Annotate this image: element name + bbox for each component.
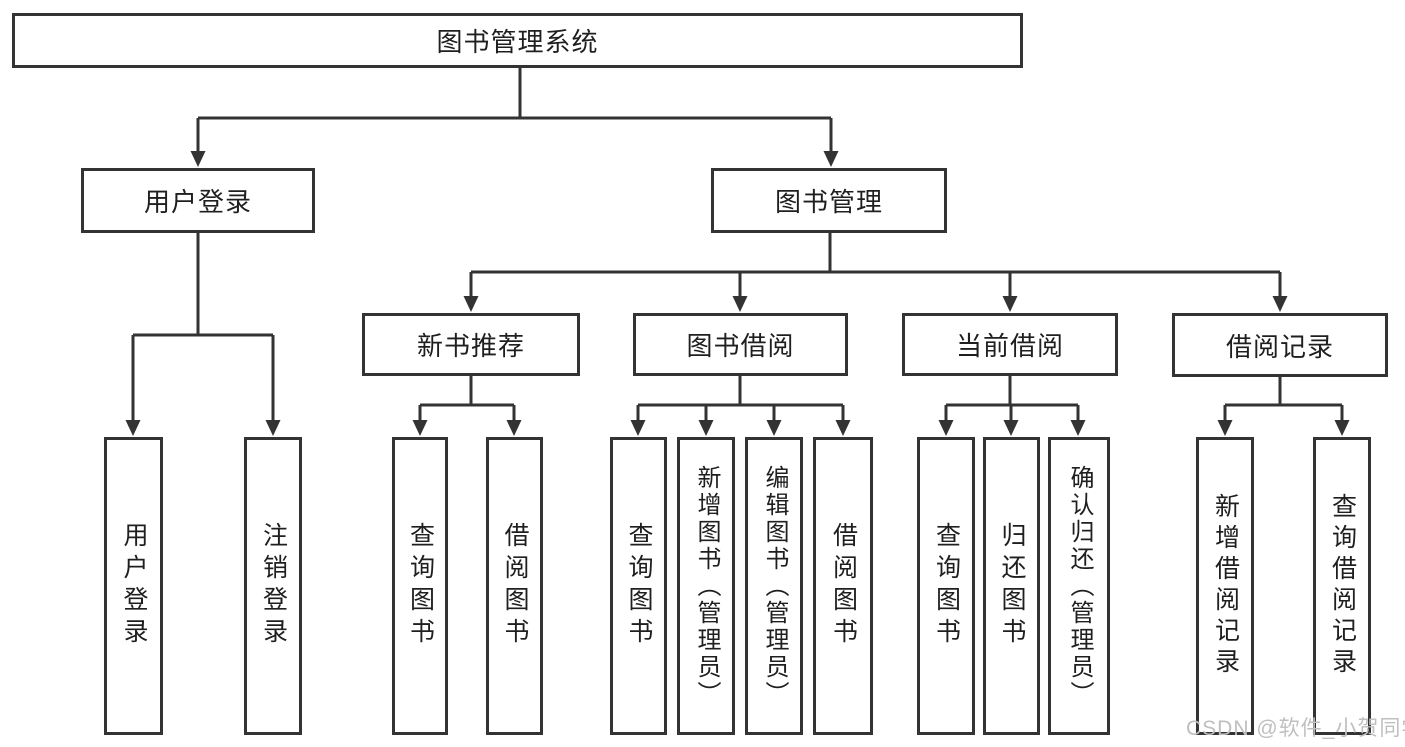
leaf-edit-book-admin: 编辑图书（管理员） — [745, 437, 803, 735]
leaf-query-books-borrow-label: 查询图书 — [625, 522, 653, 650]
node-book-borrow-label: 图书借阅 — [686, 331, 795, 361]
leaf-query-borrow-record-label: 查询借阅记录 — [1328, 493, 1357, 679]
leaf-user-login-label: 用户登录 — [120, 522, 148, 650]
leaf-add-borrow-record: 新增借阅记录 — [1196, 437, 1254, 735]
leaf-query-books-recommend-label: 查询图书 — [406, 522, 435, 650]
leaf-confirm-return-admin: 确认归还（管理员） — [1048, 437, 1110, 735]
leaf-borrow-books-recommend-label: 借阅图书 — [501, 522, 529, 650]
node-new-book-recommend-label: 新书推荐 — [416, 331, 525, 361]
node-book-management: 图书管理 — [711, 168, 947, 233]
leaf-query-borrow-record: 查询借阅记录 — [1313, 437, 1371, 735]
node-current-borrow-label: 当前借阅 — [955, 331, 1064, 361]
leaf-query-books-current: 查询图书 — [917, 437, 975, 735]
leaf-query-books-borrow: 查询图书 — [610, 437, 667, 735]
node-user-login: 用户登录 — [81, 168, 315, 233]
node-borrow-records: 借阅记录 — [1172, 313, 1388, 377]
node-borrow-records-label: 借阅记录 — [1225, 331, 1334, 362]
leaf-return-book: 归还图书 — [983, 437, 1040, 735]
node-book-borrow: 图书借阅 — [633, 313, 848, 376]
leaf-user-login: 用户登录 — [104, 437, 163, 735]
leaf-logout: 注销登录 — [244, 437, 302, 735]
node-root-label: 图书管理系统 — [436, 27, 599, 57]
leaf-query-books-current-label: 查询图书 — [932, 522, 961, 650]
leaf-logout-label: 注销登录 — [259, 522, 288, 650]
node-user-login-label: 用户登录 — [143, 187, 252, 217]
leaf-borrow-books-recommend: 借阅图书 — [486, 437, 543, 735]
csdn-watermark: CSDN @软件_小贺同学 — [1186, 717, 1405, 740]
leaf-confirm-return-admin-label: 确认归还（管理员） — [1066, 464, 1093, 708]
node-book-management-label: 图书管理 — [774, 187, 883, 217]
leaf-add-book-admin: 新增图书（管理员） — [677, 437, 735, 735]
node-current-borrow: 当前借阅 — [902, 313, 1118, 376]
leaf-edit-book-admin-label: 编辑图书（管理员） — [761, 464, 788, 708]
leaf-add-borrow-record-label: 新增借阅记录 — [1211, 493, 1240, 679]
node-new-book-recommend: 新书推荐 — [362, 313, 580, 376]
leaf-add-book-admin-label: 新增图书（管理员） — [693, 464, 720, 708]
leaf-borrow-books-label: 借阅图书 — [829, 522, 858, 650]
leaf-query-books-recommend: 查询图书 — [392, 437, 448, 735]
leaf-borrow-books: 借阅图书 — [813, 437, 873, 735]
node-root-system: 图书管理系统 — [12, 13, 1023, 68]
leaf-return-book-label: 归还图书 — [998, 522, 1026, 650]
